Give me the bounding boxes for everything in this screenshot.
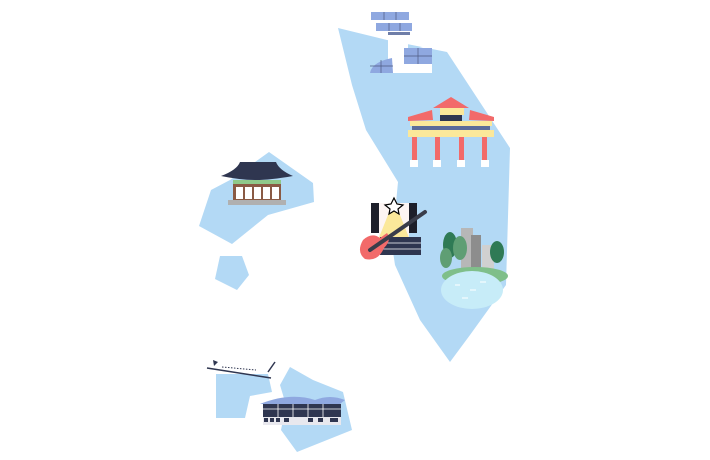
traditional-house-icon xyxy=(221,162,293,205)
chinese-gate-icon xyxy=(408,97,494,167)
small-island xyxy=(215,256,249,290)
airport-terminal-icon xyxy=(260,396,345,425)
main-island xyxy=(338,28,510,362)
airplane-icon xyxy=(206,360,276,379)
southwest-island xyxy=(216,374,272,418)
park-lake-icon xyxy=(440,228,508,309)
modern-tower-icon xyxy=(370,12,432,73)
guitar-stage-icon xyxy=(359,196,427,260)
